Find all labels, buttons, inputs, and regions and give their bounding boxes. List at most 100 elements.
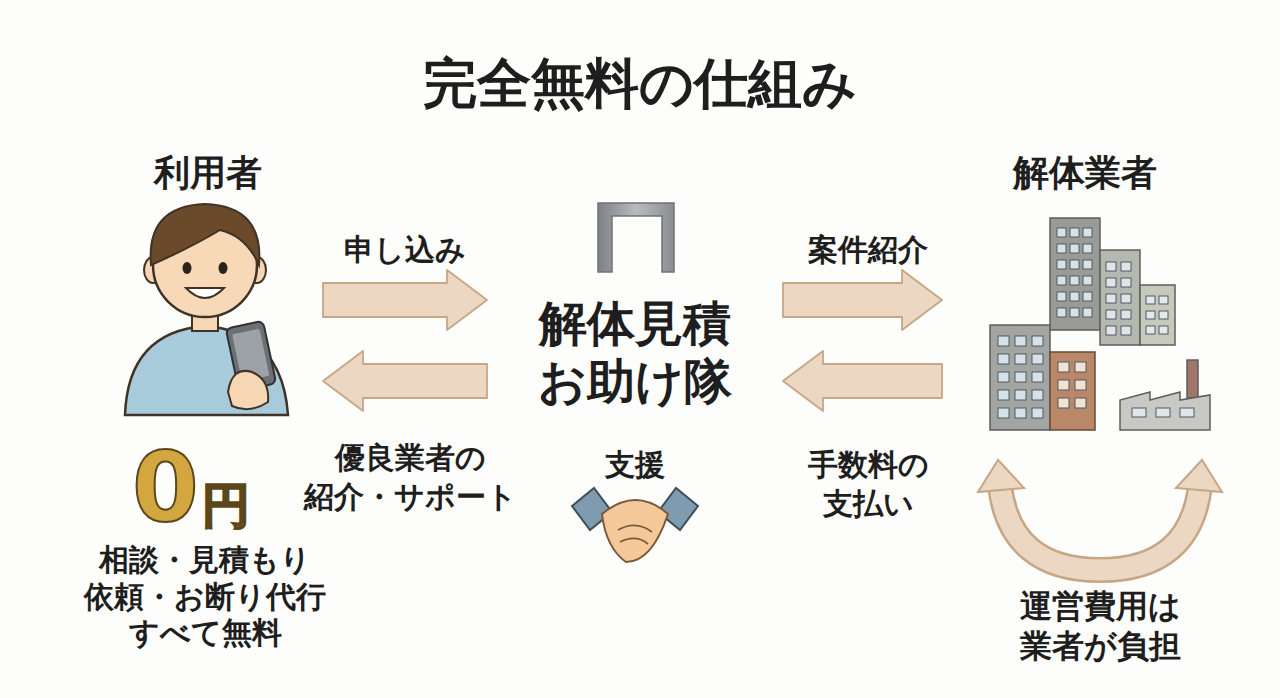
user-illustration-part [228, 371, 268, 409]
gate-icon [598, 203, 674, 272]
building-window [1032, 336, 1043, 346]
cycle-arrow-part [1176, 460, 1222, 492]
building-window [1015, 372, 1026, 382]
free-services-note: 相談・見積もり 依頼・お断り代行 すべて無料 [80, 542, 330, 652]
building-window [1057, 244, 1066, 253]
building-window [1083, 244, 1092, 253]
building-window [1057, 228, 1066, 237]
building-window [1057, 308, 1066, 317]
flow-arrow [323, 351, 487, 411]
building-window [1180, 408, 1194, 417]
building-window [1015, 354, 1026, 364]
building-window [1083, 260, 1092, 269]
buildings-illustration-part [1140, 285, 1175, 345]
buildings-illustration-part [990, 325, 1050, 430]
building-window [1146, 296, 1155, 304]
building-window [1015, 336, 1026, 346]
building-window [1032, 390, 1043, 400]
edge-label: 手数料の 支払い [788, 445, 948, 523]
user-illustration-part [151, 204, 260, 265]
building-window [1057, 260, 1066, 269]
price-unit: 円 [202, 481, 262, 529]
building-window [1083, 292, 1092, 301]
building-window [1070, 292, 1079, 301]
building-window [1070, 228, 1079, 237]
edge-label: 申し込み [305, 230, 505, 269]
building-window [1075, 362, 1086, 372]
cycle-arrow [978, 460, 1222, 570]
cycle-arrow-part [978, 460, 1024, 492]
actor-node: 利用者 [100, 145, 315, 430]
building-window [1070, 276, 1079, 285]
building-window [1106, 278, 1116, 287]
building-window [998, 408, 1009, 418]
flow-arrow [783, 351, 942, 411]
cost-note: 運営費用は 業者が負担 [1010, 586, 1190, 666]
building-window [1083, 276, 1092, 285]
buildings-illustration-part [1100, 250, 1140, 345]
building-window [1057, 276, 1066, 285]
buildings-illustration-part [1050, 352, 1095, 430]
user-illustration [125, 204, 288, 415]
building-window [998, 372, 1009, 382]
building-window [1106, 294, 1116, 303]
building-window [1070, 308, 1079, 317]
building-window [1032, 354, 1043, 364]
building-window [1121, 326, 1131, 335]
flow-arrow [323, 270, 487, 330]
building-window [1106, 310, 1116, 319]
building-window [1121, 262, 1131, 271]
building-window [1075, 398, 1086, 408]
building-window [1058, 398, 1069, 408]
building-window [1015, 390, 1026, 400]
buildings-illustration-part [1187, 360, 1198, 398]
building-window [1032, 372, 1043, 382]
building-window [1146, 311, 1155, 319]
building-window [1057, 292, 1066, 301]
user-illustration-part [186, 288, 224, 298]
handshake-icon [572, 488, 698, 562]
node-heading: 利用者 [100, 151, 315, 194]
building-window [1159, 326, 1168, 334]
gate-icon-part [598, 203, 674, 272]
building-window [1132, 408, 1146, 417]
building-window [1070, 260, 1079, 269]
building-window [1159, 296, 1168, 304]
building-window [1121, 310, 1131, 319]
diagram-title: 完全無料の仕組み [240, 52, 1040, 117]
node-heading: 解体業者 [950, 151, 1220, 194]
building-window [1106, 326, 1116, 335]
edge-label: 案件紹介 [768, 230, 968, 269]
flow-arrow [783, 270, 942, 330]
building-window [1159, 311, 1168, 319]
building-window [998, 336, 1009, 346]
building-window [1075, 380, 1086, 390]
building-window [998, 390, 1009, 400]
handshake-icon-part [618, 525, 652, 544]
building-window [1083, 308, 1092, 317]
building-window [1058, 380, 1069, 390]
user-illustration-part [183, 262, 192, 274]
support-label: 支援 [585, 446, 685, 484]
cycle-arrow-part [1000, 486, 1200, 570]
building-window [1015, 408, 1026, 418]
contractor-node: 解体業者 [950, 145, 1220, 430]
buildings-illustration-part [1050, 218, 1100, 330]
user-illustration-part [219, 262, 228, 274]
edge-label: 優良業者の 紹介・サポート [290, 438, 530, 516]
buildings-illustration-part [1120, 392, 1210, 430]
building-window [1156, 408, 1170, 417]
building-window [1121, 278, 1131, 287]
building-window [1146, 326, 1155, 334]
building-window [1070, 244, 1079, 253]
building-window [1058, 362, 1069, 372]
node-heading: 解体見積 お助け隊 [528, 295, 742, 410]
service-node: 解体見積 お助け隊 [495, 190, 775, 440]
cycle-arrow-part [1000, 486, 1200, 570]
building-window [1106, 262, 1116, 271]
building-window [1121, 294, 1131, 303]
building-window [1083, 228, 1092, 237]
price-number: 0 [132, 440, 212, 536]
building-window [1032, 408, 1043, 418]
buildings-illustration [990, 218, 1210, 430]
